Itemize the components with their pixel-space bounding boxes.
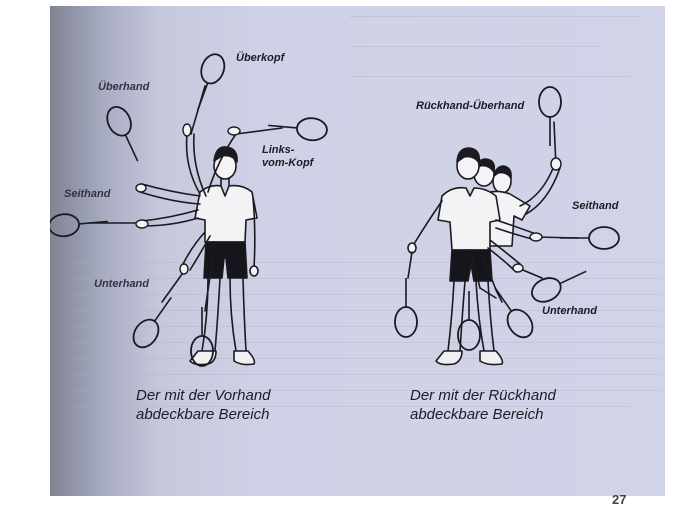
caption-forehand-line2: abdeckbare Bereich xyxy=(136,406,270,423)
badminton-illustration xyxy=(50,50,620,367)
label-links-vom-kopf-line1: Links- xyxy=(262,144,295,156)
caption-backhand-line1: Der mit der Rückhand xyxy=(410,387,556,404)
label-unterhand-right: Unterhand xyxy=(542,305,597,317)
label-seithand-left: Seithand xyxy=(64,188,111,200)
label-ueberkopf: Überkopf xyxy=(236,52,285,64)
caption-forehand-line1: Der mit der Vorhand xyxy=(136,387,271,404)
page-number: 27 xyxy=(612,492,627,507)
label-ueberhand: Überhand xyxy=(98,81,150,93)
caption-forehand: Der mit der Vorhand abdeckbare Bereich xyxy=(136,386,271,424)
backhand-player xyxy=(407,121,579,366)
forehand-player xyxy=(89,85,283,366)
label-seithand-right: Seithand xyxy=(572,200,619,212)
caption-backhand: Der mit der Rückhand abdeckbare Bereich xyxy=(410,386,556,424)
caption-backhand-line2: abdeckbare Bereich xyxy=(410,406,544,423)
show-through-text xyxy=(50,6,665,496)
book-page: Überkopf Überhand Links- vom-Kopf Seitha… xyxy=(50,6,665,496)
label-links-vom-kopf-line2: vom-Kopf xyxy=(262,157,314,169)
label-links-vom-kopf: Links- vom-Kopf xyxy=(262,144,313,170)
forehand-rackets xyxy=(50,50,329,367)
label-rueckhand-ueberhand: Rückhand-Überhand xyxy=(416,100,525,112)
label-unterhand-left: Unterhand xyxy=(94,278,149,290)
